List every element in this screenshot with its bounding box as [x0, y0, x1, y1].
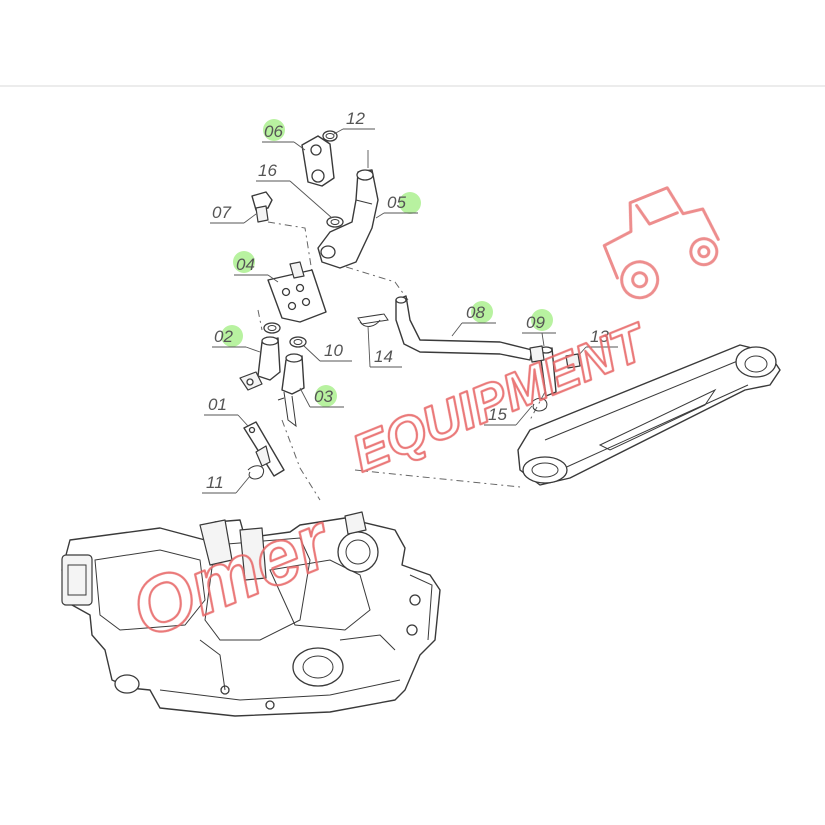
part-09-pin — [529, 345, 557, 397]
callout-08: 08 — [451, 301, 496, 337]
callout-16: 16 — [256, 161, 333, 219]
callout-11-label: 11 — [206, 473, 224, 492]
callout-09-label: 09 — [526, 313, 545, 332]
callout-04: 04 — [233, 251, 279, 283]
part-08-rod — [395, 295, 533, 361]
callout-05: 05 — [375, 192, 421, 219]
callout-03: 03 — [299, 385, 344, 408]
callout-06-label: 06 — [264, 122, 283, 141]
part-11-clip — [247, 465, 264, 480]
callout-13: 13 — [577, 327, 618, 357]
callout-13-label: 13 — [590, 327, 609, 346]
callout-04-label: 04 — [236, 255, 255, 274]
part-06-link — [301, 135, 335, 187]
callout-16-label: 16 — [258, 161, 277, 180]
callout-10-label: 10 — [324, 341, 343, 360]
lift-arm — [517, 344, 781, 486]
callout-06: 06 — [262, 119, 306, 151]
callout-02: 02 — [212, 325, 261, 353]
callout-03-label: 03 — [314, 387, 333, 406]
part-15-clip — [531, 397, 548, 412]
callout-05-label: 05 — [387, 193, 406, 212]
part-07-bolt — [251, 191, 273, 223]
part-02-spool — [239, 336, 281, 391]
callout-02-label: 02 — [214, 327, 233, 346]
part-14-pin — [357, 313, 389, 327]
callout-14-label: 14 — [374, 347, 393, 366]
part-washer-02 — [263, 322, 281, 334]
callout-07: 07 — [210, 203, 257, 224]
callout-12: 12 — [333, 109, 375, 135]
part-04-bracket — [267, 261, 327, 323]
lift-housing — [61, 511, 441, 717]
callout-11: 11 — [202, 473, 251, 494]
part-05-lever — [317, 150, 379, 269]
callout-01-label: 01 — [208, 395, 227, 414]
part-10-washer — [289, 336, 307, 348]
part-03-spool — [277, 353, 305, 428]
assembly-centerlines — [257, 221, 546, 501]
callout-07-label: 07 — [212, 203, 231, 222]
callout-15: 15 — [484, 405, 533, 426]
callout-15-label: 15 — [488, 405, 507, 424]
part-12-ring — [322, 130, 338, 142]
callout-01: 01 — [204, 395, 249, 427]
callout-09: 09 — [522, 309, 556, 347]
callout-08-label: 08 — [466, 303, 485, 322]
part-16-ring — [326, 216, 344, 228]
part-13-sleeve — [565, 353, 581, 369]
callout-14: 14 — [367, 325, 402, 368]
tractor-icon — [602, 186, 720, 300]
callout-10: 10 — [303, 341, 352, 362]
part-01-linkage — [243, 421, 285, 477]
callout-12-label: 12 — [346, 109, 365, 128]
